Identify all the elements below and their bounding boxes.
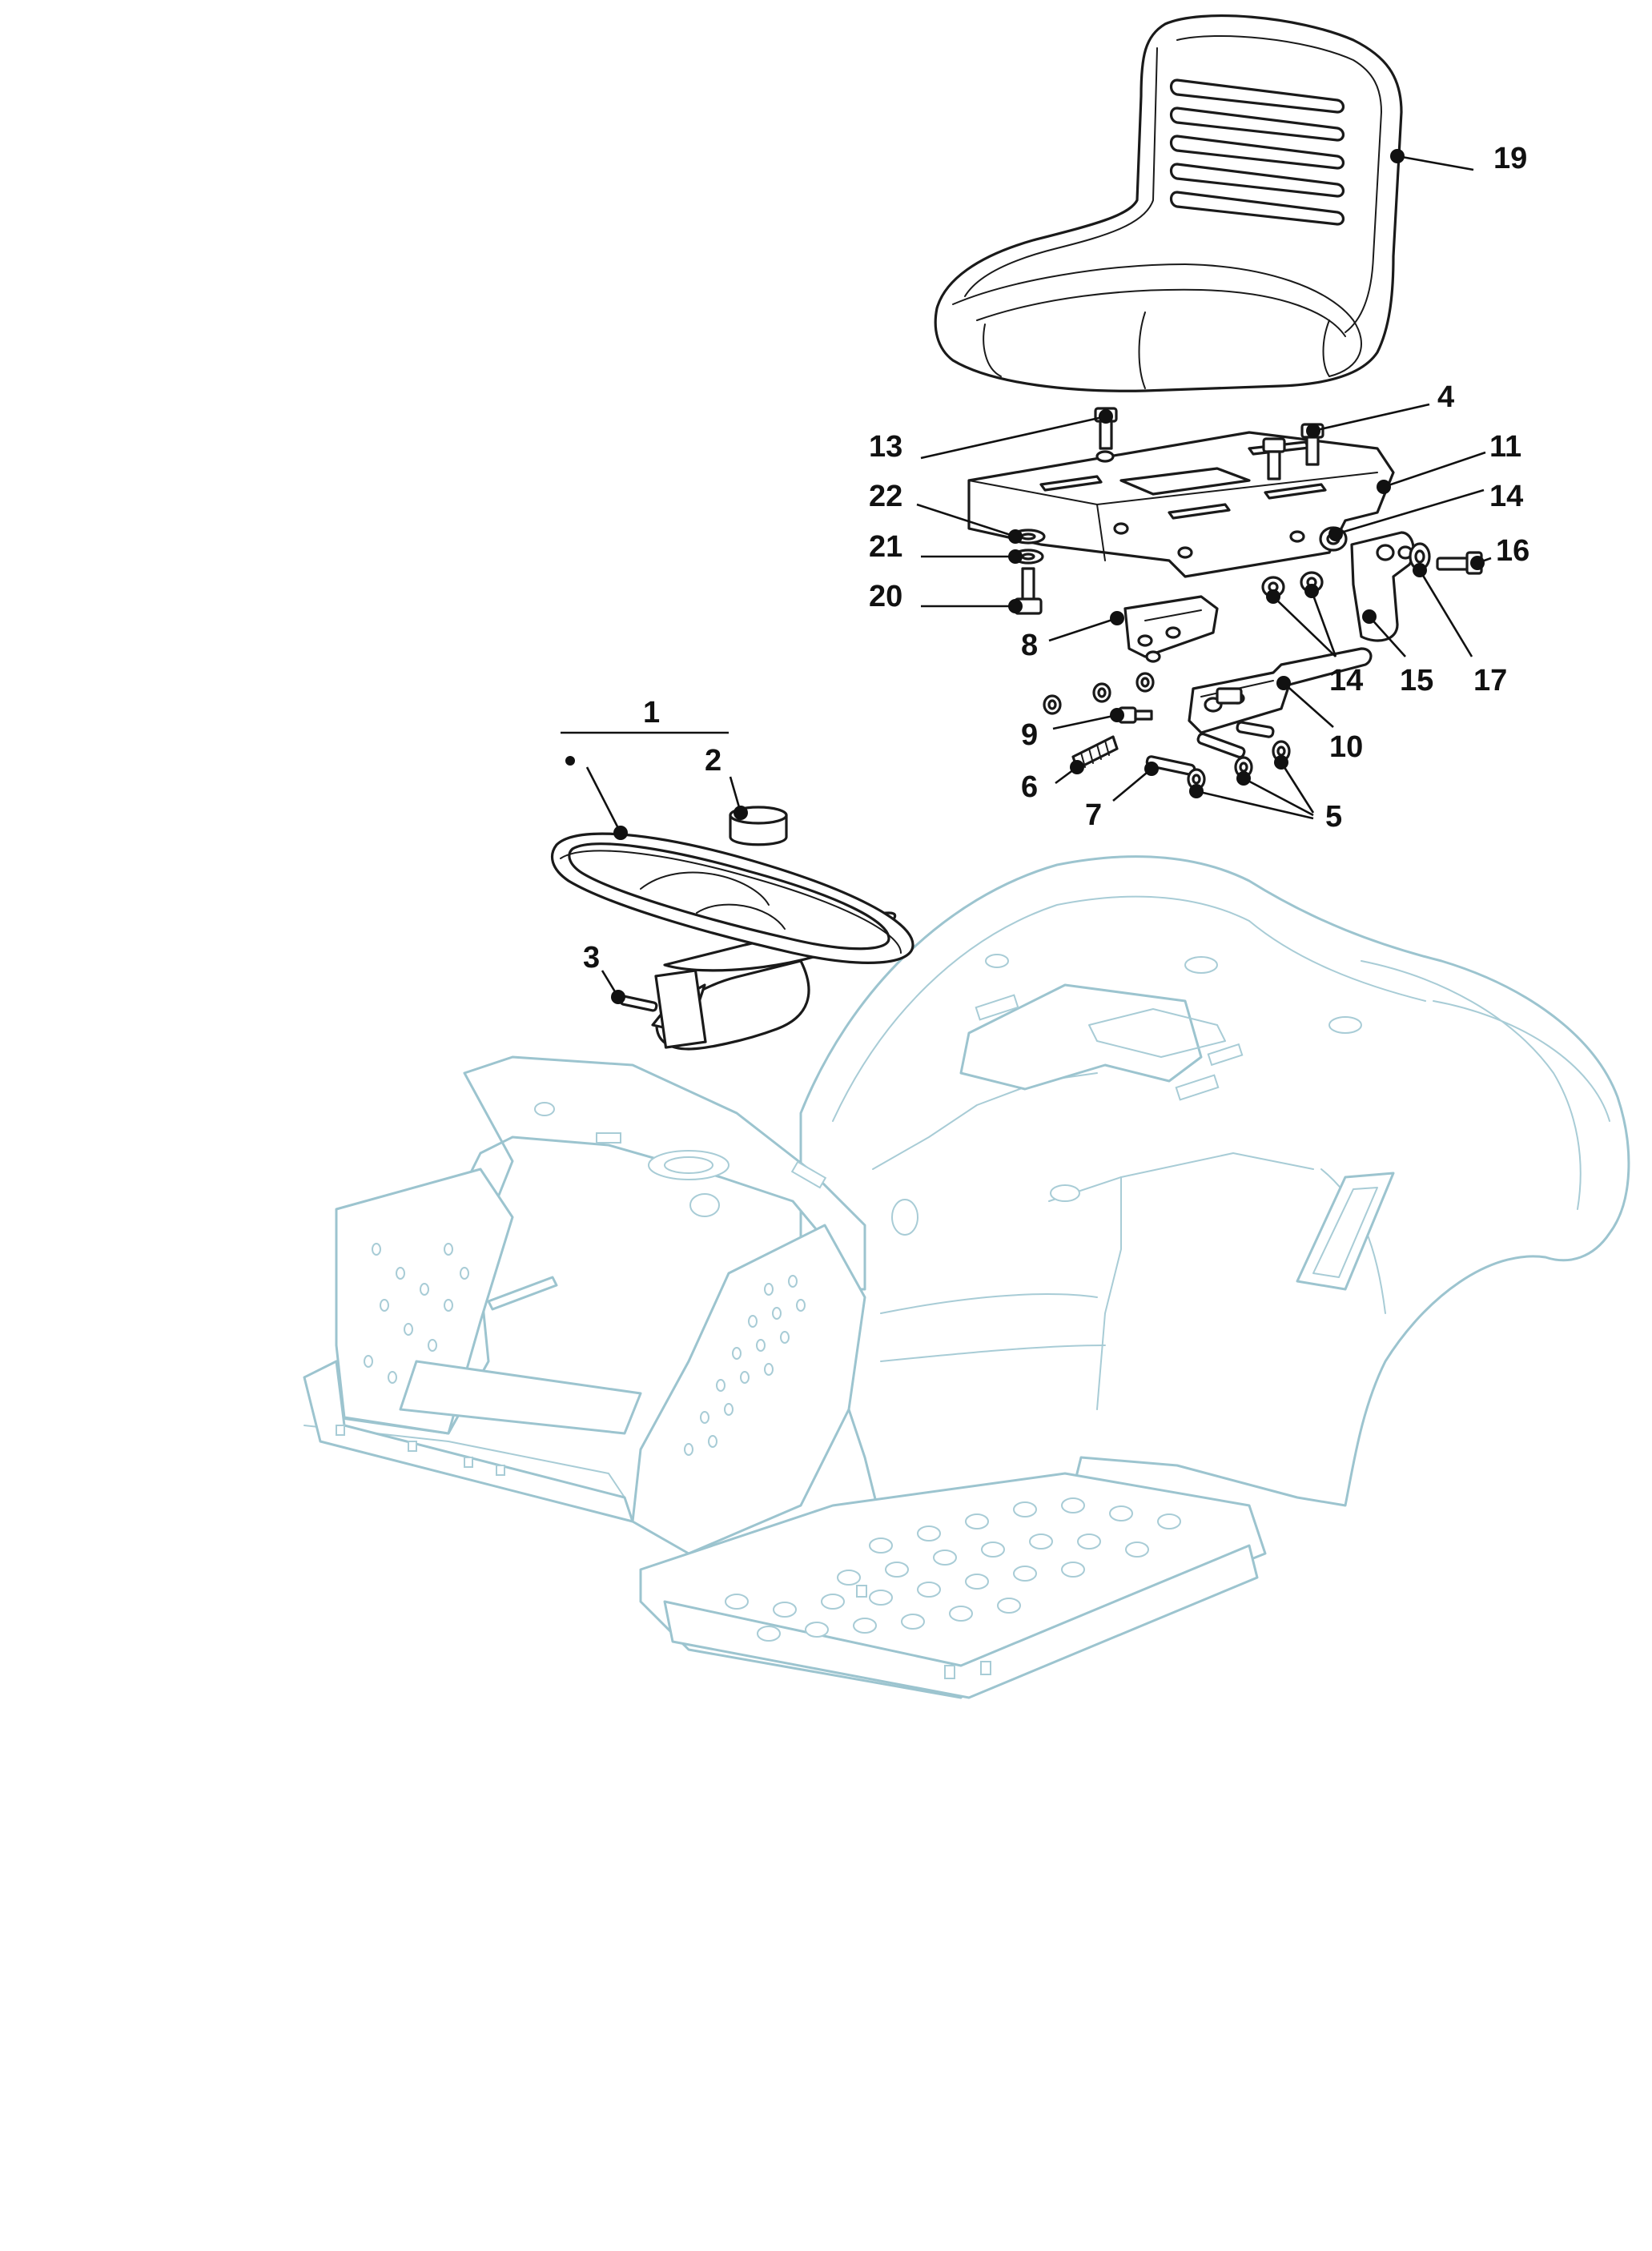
callout-14: 14 <box>1489 480 1523 513</box>
callout-20: 20 <box>869 580 902 613</box>
slide-rail-8 <box>1123 595 1219 663</box>
screw-9 <box>1118 706 1153 724</box>
callout-labels: 19 4 13 11 22 14 21 16 20 8 14 15 17 1 9… <box>583 142 1529 975</box>
leader-lines <box>561 149 1492 1004</box>
seat-backrest-ribs <box>1169 78 1345 226</box>
callout-8: 8 <box>1021 629 1038 662</box>
callout-3: 3 <box>583 941 600 975</box>
callout-13: 13 <box>869 430 902 464</box>
seat <box>934 14 1403 392</box>
footboard-holes <box>725 1497 1181 1642</box>
callout-9: 9 <box>1021 718 1038 752</box>
slide-rail-lever-10 <box>1188 647 1373 734</box>
callout-4: 4 <box>1437 380 1454 414</box>
pin-5b <box>1236 721 1275 738</box>
steering-wheel <box>550 832 914 1051</box>
callout-16: 16 <box>1496 534 1529 568</box>
bolt-20 <box>1014 567 1043 615</box>
callout-10: 10 <box>1329 730 1363 764</box>
washer-small-a <box>1043 694 1062 715</box>
pin-3 <box>619 995 658 1012</box>
callout-14-lower: 14 <box>1329 664 1363 697</box>
perforation-holes-right <box>684 1275 806 1456</box>
pin-5a <box>1196 732 1246 759</box>
callout-7: 7 <box>1085 798 1102 832</box>
bolt-4a <box>1262 437 1286 480</box>
tractor-body-chassis <box>303 855 1630 1699</box>
callout-5: 5 <box>1325 800 1342 834</box>
callout-15: 15 <box>1400 664 1433 697</box>
callout-17: 17 <box>1473 664 1507 697</box>
callout-21: 21 <box>869 530 902 564</box>
washer-small-c <box>1135 672 1155 693</box>
callout-11: 11 <box>1489 430 1521 464</box>
callout-1: 1 <box>643 696 660 730</box>
bracket-15 <box>1350 531 1415 642</box>
callout-6: 6 <box>1021 770 1038 804</box>
callout-2: 2 <box>705 744 721 778</box>
callout-19: 19 <box>1493 142 1527 175</box>
callout-22: 22 <box>869 480 902 513</box>
washer-5b <box>1234 756 1253 778</box>
washer-small-b <box>1092 682 1111 703</box>
steering-cap-2 <box>729 806 788 846</box>
